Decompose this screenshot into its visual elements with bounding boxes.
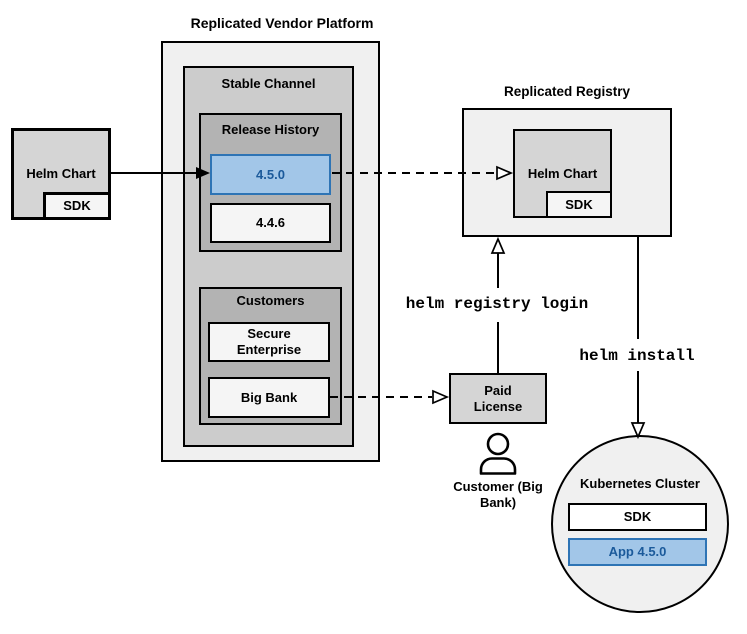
customer-secure-enterprise: Secure Enterprise [208, 322, 330, 362]
cluster-app-box: App 4.5.0 [568, 538, 707, 566]
paid-license-box: Paid License [449, 373, 547, 424]
cluster-app-label: App 4.5.0 [608, 544, 667, 559]
customer-big-bank-label: Big Bank [240, 389, 298, 405]
vendor-platform-title: Replicated Vendor Platform [190, 15, 374, 31]
customer-secure-enterprise-label: Secure Enterprise [236, 326, 302, 357]
command-helm-registry-login: helm registry login [405, 295, 589, 313]
customer-person-icon [479, 432, 517, 475]
customer-big-bank: Big Bank [208, 377, 330, 418]
registry-helm-chart-label: Helm Chart [527, 165, 598, 181]
registry-sdk-label: SDK [565, 196, 593, 212]
customer-caption: Customer (Big Bank) [453, 479, 543, 510]
arrow-registry-to-cluster [630, 237, 646, 440]
registry-title: Replicated Registry [503, 84, 631, 99]
helm-chart-source-label: Helm Chart [26, 166, 96, 181]
cluster-sdk-box: SDK [568, 503, 707, 531]
paid-license-label: Paid License [473, 382, 523, 414]
kubernetes-cluster-title: Kubernetes Cluster [580, 476, 700, 491]
release-version-446: 4.4.6 [210, 203, 331, 243]
stable-channel-title: Stable Channel [221, 76, 316, 91]
release-version-450-label: 4.5.0 [256, 166, 285, 182]
release-history-title: Release History [221, 122, 320, 137]
release-version-450: 4.5.0 [210, 154, 331, 195]
customers-title: Customers [236, 293, 305, 308]
cluster-sdk-label: SDK [623, 509, 652, 524]
helm-chart-source-sdk-box: SDK [43, 192, 111, 220]
registry-sdk-box: SDK [546, 191, 612, 218]
command-helm-install: helm install [579, 347, 695, 365]
release-version-446-label: 4.4.6 [256, 215, 285, 230]
helm-chart-source-sdk-label: SDK [63, 198, 91, 213]
